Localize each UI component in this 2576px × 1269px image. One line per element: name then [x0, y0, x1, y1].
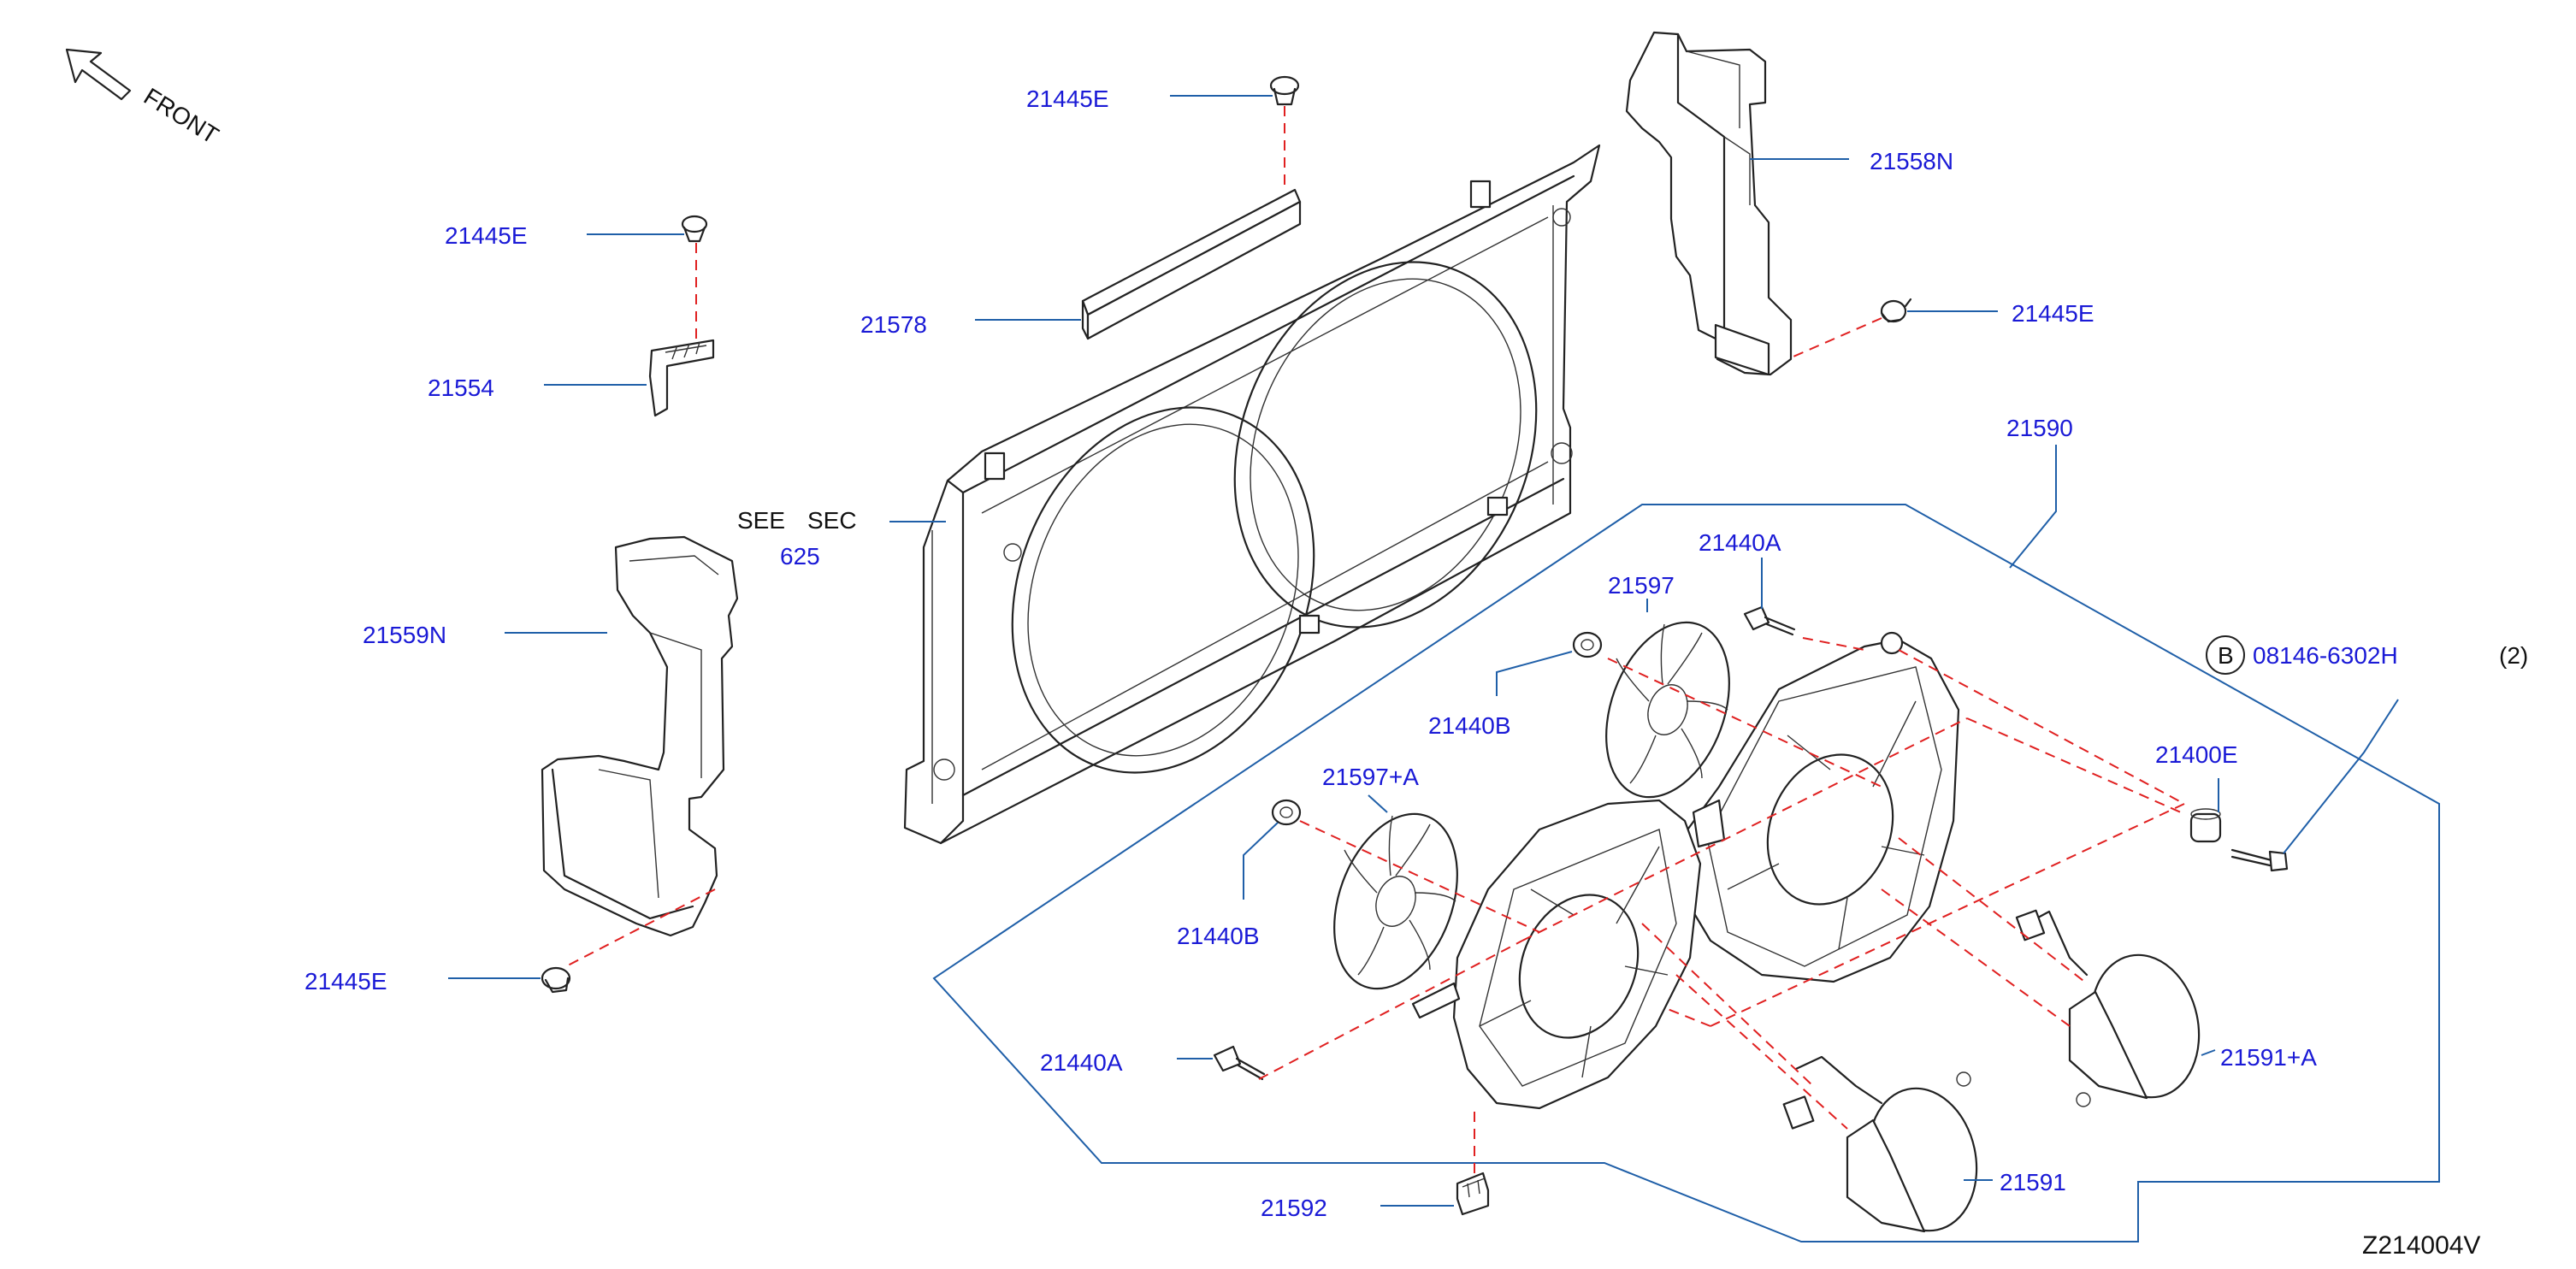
label-21445E-bottom: 21445E	[304, 968, 387, 995]
label-21400E: 21400E	[2155, 741, 2238, 768]
clip-21445E-right-shape	[1880, 298, 1912, 323]
clip-21445E-left-shape	[681, 215, 708, 243]
fan-blade-21597-shape	[1605, 621, 1730, 799]
circle-b-letter: B	[2218, 642, 2234, 669]
circle-b-marker	[2206, 635, 2245, 675]
bar-21578-shape	[1081, 188, 1302, 340]
label-21445E-top: 21445E	[1026, 86, 1109, 112]
front-label: FRONT	[139, 83, 223, 149]
label-21440B-top: 21440B	[1428, 712, 1511, 739]
bolt-21440A-top-shape	[1743, 605, 1796, 636]
motor-21591A-shape	[2015, 909, 2201, 1107]
label-21591A: 21591+A	[2220, 1044, 2317, 1071]
label-21554: 21554	[428, 375, 494, 401]
fan-blade-21597A-shape	[1333, 812, 1458, 990]
label-21578: 21578	[860, 311, 927, 338]
washer-21440B-top-shape	[1572, 631, 1603, 658]
label-21440A-bottom: 21440A	[1040, 1049, 1123, 1076]
bolt-21440A-bottom-shape	[1213, 1045, 1266, 1081]
label-21592: 21592	[1261, 1195, 1327, 1221]
clip-21445E-bottom-shape	[541, 966, 571, 994]
label-21558N: 21558N	[1870, 148, 1953, 174]
label-21590: 21590	[2006, 415, 2073, 441]
washer-21440B-bottom-shape	[1271, 799, 1302, 826]
bracket-21554-shape	[648, 339, 715, 417]
label-21445E-left: 21445E	[445, 222, 528, 249]
motor-21591-shape	[1782, 1055, 1978, 1233]
label-08146-6302H: 08146-6302H	[2253, 642, 2398, 669]
label-21559N: 21559N	[363, 622, 446, 648]
leader-lines	[448, 95, 2399, 1207]
assembly-dashed-lines	[1258, 637, 2185, 1130]
air-guide-21559N-shape	[541, 535, 739, 937]
label-21597A: 21597+A	[1322, 764, 1419, 790]
diagram-code: Z214004V	[2362, 1231, 2480, 1260]
bolt-quantity: (2)	[2499, 642, 2528, 669]
assembly-21590-outline	[932, 504, 2440, 1242]
bolt-08146-shape	[2230, 848, 2289, 872]
bracket-21592-shape	[1456, 1172, 1490, 1216]
sec-text: SEC	[807, 507, 857, 534]
clip-21445E-top-shape	[1269, 75, 1300, 106]
air-guide-21558N-shape	[1625, 31, 1793, 376]
see-text: SEE	[737, 507, 785, 534]
front-arrow-icon	[65, 48, 132, 101]
grommet-21400E-shape	[2189, 808, 2222, 843]
radiator-core-support-shape	[903, 144, 1601, 845]
label-21440B-bottom: 21440B	[1177, 923, 1260, 949]
label-21440A-top: 21440A	[1699, 529, 1781, 556]
label-21445E-right: 21445E	[2012, 300, 2094, 327]
label-21591: 21591	[2000, 1169, 2066, 1195]
sec-number: 625	[780, 543, 820, 570]
fan-shroud-left-shape	[1411, 799, 1726, 1110]
label-21597: 21597	[1608, 572, 1675, 599]
